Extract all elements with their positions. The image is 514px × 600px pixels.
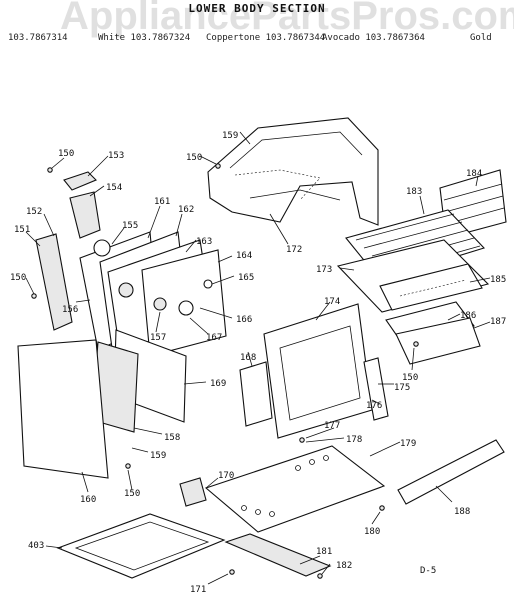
callout-173: 173 xyxy=(316,265,332,275)
callout-150-top: 150 xyxy=(186,153,202,163)
callout-185: 185 xyxy=(490,275,506,285)
page-code: D-5 xyxy=(420,566,437,576)
callout-150: 150 xyxy=(58,149,74,159)
callout-177: 177 xyxy=(324,421,340,431)
watermark: AppliancePartsPros.com xyxy=(60,0,514,38)
callout-176: 176 xyxy=(366,401,382,411)
callouts: 150 153 154 152 151 155 161 162 163 164 … xyxy=(10,131,506,595)
callout-179: 179 xyxy=(400,439,416,449)
callout-172: 172 xyxy=(286,245,302,255)
callout-154: 154 xyxy=(106,183,122,193)
callout-161: 161 xyxy=(154,197,170,207)
callout-150-bottom: 150 xyxy=(124,489,140,499)
part-burner-185 xyxy=(379,263,483,311)
callout-164: 164 xyxy=(236,251,252,261)
part-drawer-403 xyxy=(56,513,226,579)
callout-167: 167 xyxy=(206,333,222,343)
part-side-168 xyxy=(239,361,273,427)
model-number-white: White 103.7867324 xyxy=(98,33,191,43)
callout-183: 183 xyxy=(406,187,422,197)
callout-165: 165 xyxy=(238,273,254,283)
callout-187: 187 xyxy=(490,317,506,327)
part-bracket xyxy=(63,171,97,191)
model-number-1: 103.7867314 xyxy=(8,33,68,43)
callout-159-lower: 159 xyxy=(150,451,166,461)
part-side-panel-160 xyxy=(17,339,109,479)
model-number-coppertone: Coppertone 103.7867344 xyxy=(206,33,326,43)
callout-157: 157 xyxy=(150,333,166,343)
callout-155: 155 xyxy=(122,221,138,231)
callout-169: 169 xyxy=(210,379,226,389)
diagram-title: LOWER BODY SECTION xyxy=(188,2,326,15)
callout-175: 175 xyxy=(394,383,410,393)
callout-159: 159 xyxy=(222,131,238,141)
callout-403: 403 xyxy=(28,541,44,551)
callout-151: 151 xyxy=(14,225,30,235)
part-side-rail-175 xyxy=(363,357,389,421)
callout-150-right: 150 xyxy=(402,373,418,383)
part-broil-pan-173 xyxy=(336,239,490,313)
callout-156: 156 xyxy=(62,305,78,315)
part-valve xyxy=(118,282,134,298)
callout-181: 181 xyxy=(316,547,332,557)
callout-168: 168 xyxy=(240,353,256,363)
callout-150-left: 150 xyxy=(10,273,26,283)
callout-166: 166 xyxy=(236,315,252,325)
part-kick-strip-188 xyxy=(397,439,505,505)
screw-icons xyxy=(31,163,419,579)
part-knob xyxy=(93,239,111,257)
callout-174: 174 xyxy=(324,297,340,307)
callout-186: 186 xyxy=(460,311,476,321)
part-fitting-167 xyxy=(178,300,194,316)
part-bracket-170 xyxy=(179,477,207,507)
callout-158: 158 xyxy=(164,433,180,443)
callout-182: 182 xyxy=(336,561,352,571)
part-oven-door-174 xyxy=(263,303,373,439)
callout-162: 162 xyxy=(178,205,194,215)
part-fitting-165 xyxy=(203,279,213,289)
callout-171: 171 xyxy=(190,585,206,595)
callout-188: 188 xyxy=(454,507,470,517)
part-underside-172 xyxy=(249,189,341,201)
part-tray-187 xyxy=(395,317,481,365)
part-bottom-panel-179 xyxy=(204,445,386,533)
model-color-gold: Gold xyxy=(470,33,492,43)
callout-178: 178 xyxy=(346,435,362,445)
part-duct xyxy=(69,191,101,239)
model-number-avocado: Avocado 103.7867364 xyxy=(322,33,425,43)
callout-152: 152 xyxy=(26,207,42,217)
callout-184: 184 xyxy=(466,169,482,179)
callout-160: 160 xyxy=(80,495,96,505)
part-fitting-157 xyxy=(153,297,167,311)
leader-lines xyxy=(25,131,491,585)
callout-180: 180 xyxy=(364,527,380,537)
callout-170: 170 xyxy=(218,471,234,481)
callout-153: 153 xyxy=(108,151,124,161)
part-trim-181 xyxy=(224,533,332,577)
callout-163: 163 xyxy=(196,237,212,247)
part-side-strip xyxy=(35,233,73,331)
